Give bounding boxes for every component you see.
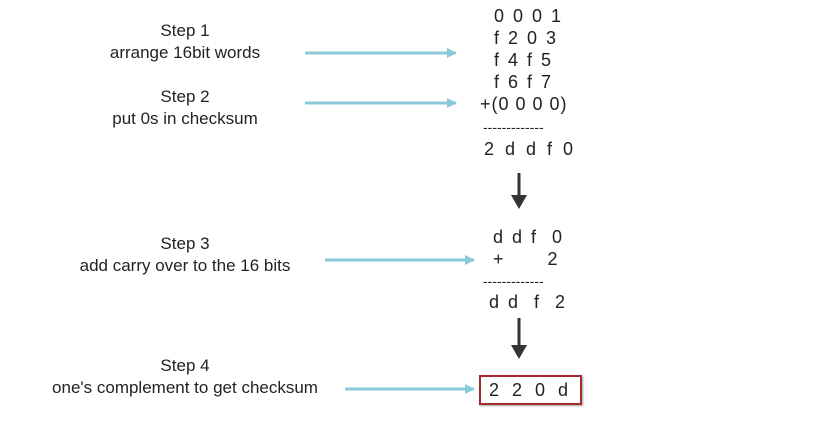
step-2-title: Step 2 xyxy=(160,87,210,106)
step-2-description: put 0s in checksum xyxy=(112,109,258,128)
step-2-label: Step 2 put 0s in checksum xyxy=(90,86,280,130)
checksum-value: 2 2 0 d xyxy=(489,380,573,400)
carry-line-2: + 2 xyxy=(493,249,560,269)
carry-line-1: d d f 0 xyxy=(493,227,565,247)
checksum-zero-word: +(0 0 0 0) xyxy=(480,94,568,114)
word-4: f 6 f 7 xyxy=(494,72,554,92)
word-3: f 4 f 5 xyxy=(494,50,554,70)
step-3-label: Step 3 add carry over to the 16 bits xyxy=(55,233,315,277)
step-3-description: add carry over to the 16 bits xyxy=(79,256,291,275)
step-3-title: Step 3 xyxy=(160,234,210,253)
sum-result: 2 d d f 0 xyxy=(484,139,577,159)
step-4-title: Step 4 xyxy=(160,356,210,375)
down-arrow-icon xyxy=(511,173,527,209)
carry-result: d d f 2 xyxy=(489,292,568,312)
step-4-description: one's complement to get checksum xyxy=(52,378,318,397)
checksum-result-box: 2 2 0 d xyxy=(479,375,583,405)
step-1-title: Step 1 xyxy=(160,21,210,40)
step-1-label: Step 1 arrange 16bit words xyxy=(90,20,280,64)
word-2: f 2 0 3 xyxy=(494,28,559,48)
step-1-description: arrange 16bit words xyxy=(109,43,261,62)
down-arrow-icon xyxy=(511,318,527,359)
step-4-label: Step 4 one's complement to get checksum xyxy=(25,355,345,399)
word-1: 0 0 0 1 xyxy=(494,6,564,26)
sum-rule: ------------- xyxy=(483,119,544,135)
carry-rule: ------------- xyxy=(483,273,544,289)
